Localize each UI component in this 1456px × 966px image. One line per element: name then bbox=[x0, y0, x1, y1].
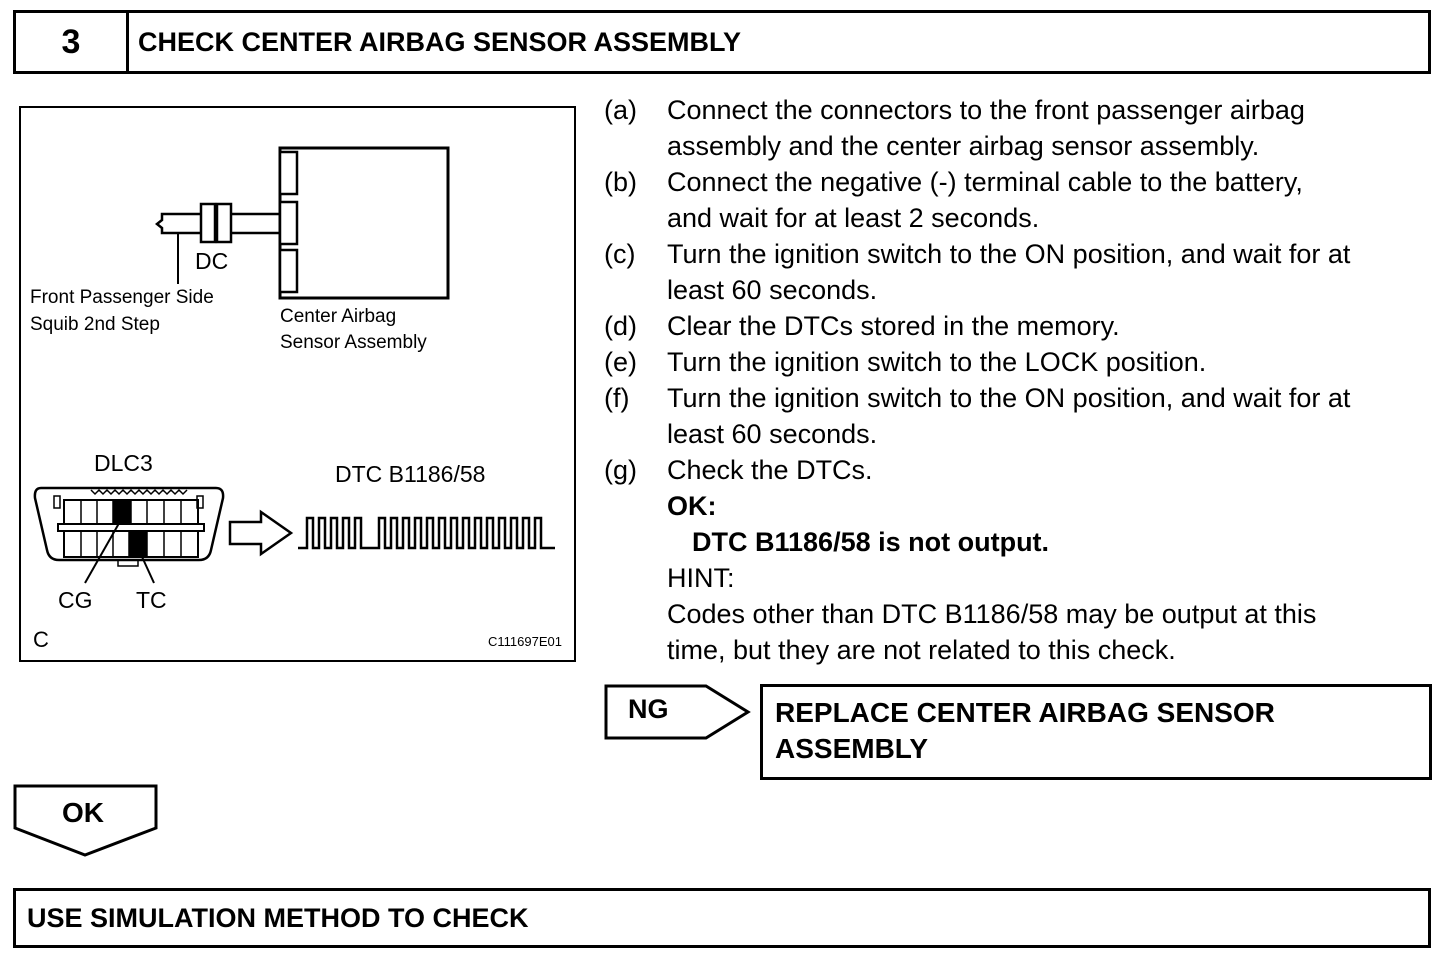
step-e: (e) Turn the ignition switch to the LOCK… bbox=[604, 347, 1207, 377]
figure-id: C111697E01 bbox=[488, 634, 562, 649]
ok-criteria-label: OK: bbox=[667, 491, 717, 521]
step-g: (g) Check the DTCs. bbox=[604, 455, 873, 485]
dc-label: DC bbox=[195, 248, 228, 274]
ng-action-line1: REPLACE CENTER AIRBAG SENSOR bbox=[775, 697, 1275, 728]
ok-branch-label: OK bbox=[62, 797, 104, 828]
squib-label-2: Squib 2nd Step bbox=[30, 314, 160, 335]
figure-c-label: C bbox=[33, 627, 49, 652]
dlc-label: DLC3 bbox=[94, 450, 153, 476]
tc-label: TC bbox=[136, 587, 167, 613]
next-step-box: USE SIMULATION METHOD TO CHECK bbox=[13, 888, 1431, 948]
ok-arrow-icon bbox=[13, 784, 158, 857]
step-header: 3 CHECK CENTER AIRBAG SENSOR ASSEMBLY bbox=[13, 10, 1431, 74]
step-c: (c) Turn the ignition switch to the ON p… bbox=[604, 239, 1351, 305]
ng-action-line2: ASSEMBLY bbox=[775, 733, 929, 764]
step-b: (b) Connect the negative (-) terminal ca… bbox=[604, 167, 1303, 233]
dlc3-connector bbox=[33, 486, 225, 562]
step-d: (d) Clear the DTCs stored in the memory. bbox=[604, 311, 1120, 341]
dtc-waveform bbox=[298, 516, 555, 550]
step-f: (f) Turn the ignition switch to the ON p… bbox=[604, 383, 1351, 449]
sensor-label-1: Center Airbag bbox=[280, 306, 396, 327]
squib-label-1: Front Passenger Side bbox=[30, 287, 214, 308]
wiring-figure: DC Front Passenger Side Squib 2nd Step C… bbox=[19, 106, 576, 662]
hint-text: Codes other than DTC B1186/58 may be out… bbox=[667, 599, 1317, 665]
ng-label: NG bbox=[628, 694, 669, 724]
sensor-box bbox=[278, 146, 450, 300]
ok-criteria-value: DTC B1186/58 is not output. bbox=[692, 527, 1050, 557]
hint-label: HINT: bbox=[667, 563, 735, 593]
sensor-label-2: Sensor Assembly bbox=[280, 332, 427, 353]
dtc-label: DTC B1186/58 bbox=[335, 461, 485, 487]
arrow-right-icon bbox=[228, 509, 294, 557]
cg-label: CG bbox=[58, 587, 93, 613]
next-step-text: USE SIMULATION METHOD TO CHECK bbox=[27, 902, 529, 933]
ng-action-box: REPLACE CENTER AIRBAG SENSOR ASSEMBLY bbox=[760, 684, 1432, 780]
step-number: 3 bbox=[16, 13, 129, 71]
figure-drawing: DC Front Passenger Side Squib 2nd Step C… bbox=[30, 146, 562, 652]
procedure-steps: (a) Connect the connectors to the front … bbox=[604, 92, 1434, 668]
step-title: CHECK CENTER AIRBAG SENSOR ASSEMBLY bbox=[138, 26, 742, 57]
step-a: (a) Connect the connectors to the front … bbox=[604, 95, 1305, 161]
ng-arrow-icon bbox=[604, 684, 751, 740]
